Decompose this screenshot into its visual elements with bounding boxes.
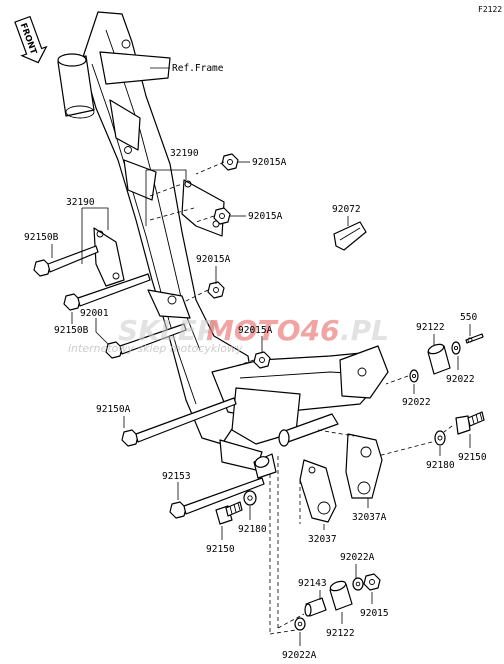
front-arrow-icon: FRONT bbox=[14, 15, 48, 64]
nut-92015a-3[interactable] bbox=[207, 281, 225, 299]
figure-id: F2122 bbox=[478, 5, 502, 14]
label-92150b-1[interactable]: 92150B bbox=[24, 232, 59, 243]
collar-92122-upper[interactable] bbox=[427, 343, 451, 375]
svg-text:SKLEP: SKLEP bbox=[118, 314, 218, 347]
engine-mount-plate-upper[interactable] bbox=[181, 179, 225, 237]
washer-92022a-bottom[interactable] bbox=[294, 617, 306, 631]
label-92150a[interactable]: 92150A bbox=[96, 404, 131, 415]
clamp-92072[interactable] bbox=[333, 221, 367, 251]
label-92153[interactable]: 92153 bbox=[162, 471, 191, 482]
nut-92015a-1[interactable] bbox=[221, 153, 239, 171]
collar-92122-lower[interactable] bbox=[329, 580, 353, 611]
label-92150-left[interactable]: 92150 bbox=[206, 544, 235, 555]
bolt-92150a[interactable] bbox=[121, 397, 237, 447]
label-92150-right[interactable]: 92150 bbox=[458, 452, 487, 463]
label-92015[interactable]: 92015 bbox=[360, 608, 389, 619]
nut-92015a-2[interactable] bbox=[213, 207, 231, 225]
bolt-92153[interactable] bbox=[169, 477, 265, 519]
nut-92015[interactable] bbox=[363, 573, 381, 591]
washer-92022a-mid[interactable] bbox=[352, 577, 364, 591]
label-92180-left[interactable]: 92180 bbox=[238, 524, 267, 535]
label-92122-upper[interactable]: 92122 bbox=[416, 322, 445, 333]
bracket-32037[interactable] bbox=[299, 459, 337, 523]
label-92180-right[interactable]: 92180 bbox=[426, 460, 455, 471]
label-32190-upper[interactable]: 32190 bbox=[170, 148, 199, 159]
bolt-92150b-1[interactable] bbox=[33, 245, 99, 277]
pin-550[interactable] bbox=[465, 333, 484, 344]
label-92015a-3[interactable]: 92015A bbox=[196, 254, 231, 265]
svg-text:.PL: .PL bbox=[340, 314, 389, 347]
svg-text:MOTO46: MOTO46 bbox=[206, 314, 340, 347]
label-92015a-2[interactable]: 92015A bbox=[248, 211, 283, 222]
label-92022-left[interactable]: 92022 bbox=[402, 397, 431, 408]
label-32190-lower[interactable]: 32190 bbox=[66, 197, 95, 208]
bracket-32037a[interactable] bbox=[345, 433, 383, 499]
spacer-shaft[interactable] bbox=[278, 413, 339, 447]
label-92001[interactable]: 92001 bbox=[80, 308, 109, 319]
label-32037[interactable]: 32037 bbox=[308, 534, 337, 545]
label-92015a-4[interactable]: 92015A bbox=[238, 325, 273, 336]
bolt-92150-left[interactable] bbox=[215, 501, 243, 525]
watermark: SKLEP MOTO46 .PL internetowy sklep motoc… bbox=[68, 314, 389, 355]
label-92022-right[interactable]: 92022 bbox=[446, 374, 475, 385]
bolt-92150b-2[interactable] bbox=[63, 273, 151, 311]
washer-92022-left[interactable] bbox=[409, 369, 419, 383]
svg-text:internetowy sklep motocyklowy: internetowy sklep motocyklowy bbox=[68, 342, 243, 355]
label-92015a-1[interactable]: 92015A bbox=[252, 157, 287, 168]
washer-92022-right[interactable] bbox=[451, 341, 461, 355]
ref-frame-label: Ref.Frame bbox=[172, 63, 224, 74]
label-32037a[interactable]: 32037A bbox=[352, 512, 387, 523]
label-92072[interactable]: 92072 bbox=[332, 204, 361, 215]
nut-92015a-4[interactable] bbox=[253, 351, 271, 369]
engine-mount-plate-lower[interactable] bbox=[93, 227, 125, 287]
bolt-92001[interactable] bbox=[105, 323, 187, 359]
washer-92180-right[interactable] bbox=[434, 430, 446, 446]
pin-92143[interactable] bbox=[304, 597, 327, 617]
label-92022a-mid[interactable]: 92022A bbox=[340, 552, 375, 563]
label-92022a-bottom[interactable]: 92022A bbox=[282, 650, 317, 661]
label-92122-lower[interactable]: 92122 bbox=[326, 628, 355, 639]
spacer-collar[interactable] bbox=[253, 453, 277, 479]
bolt-92150-right[interactable] bbox=[455, 411, 485, 435]
label-92143[interactable]: 92143 bbox=[298, 578, 327, 589]
washer-92180-left[interactable] bbox=[243, 490, 257, 506]
label-550[interactable]: 550 bbox=[460, 312, 477, 323]
leader-lines bbox=[51, 67, 471, 646]
label-92150b-2[interactable]: 92150B bbox=[54, 325, 89, 336]
